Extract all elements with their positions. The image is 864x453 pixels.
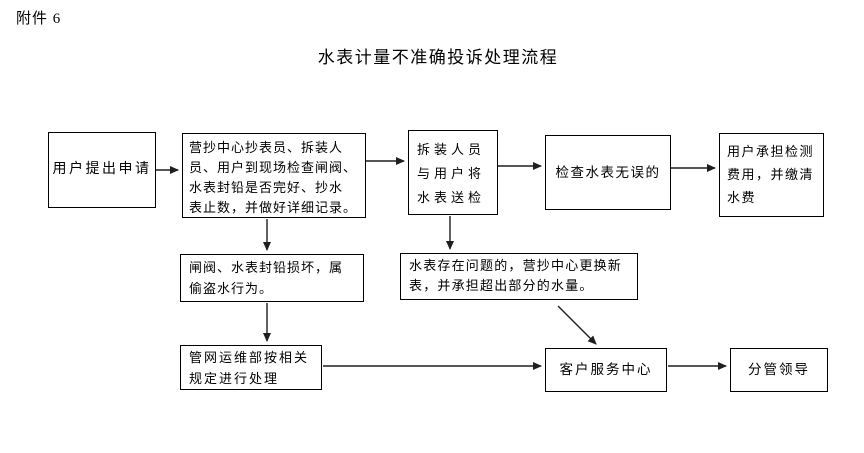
node-seal-damage-theft: 闸阀、水表封铅损坏，属 偷盗水行为。 <box>180 254 364 302</box>
node-meter-checked-ok: 检查水表无误的 <box>545 135 671 210</box>
node-user-application: 用户提出申请 <box>48 132 156 208</box>
node-site-inspection: 营抄中心抄表员、拆装人 员、用户到现场检查闸阀、 水表封铅是否完好、抄水 表止数… <box>182 133 366 218</box>
arrow-meter-problem-to-customer-service <box>557 305 597 345</box>
node-user-bears-fee: 用户承担检测 费用，并缴清 水费 <box>719 133 824 217</box>
attachment-label: 附件 6 <box>16 11 62 27</box>
node-pipeline-dept-handling: 管网运维部按相关 规定进行处理 <box>180 345 322 390</box>
node-branch-leader: 分管领导 <box>730 348 828 392</box>
node-meter-problem-replace: 水表存在问题的，营抄中心更换新 表，并承担超出部分的水量。 <box>400 253 638 300</box>
page-title: 水表计量不准确投诉处理流程 <box>317 48 559 67</box>
node-meter-test-delivery: 拆装人员 与用户将 水表送检 <box>408 130 498 215</box>
node-customer-service-center: 客户服务中心 <box>545 348 667 392</box>
